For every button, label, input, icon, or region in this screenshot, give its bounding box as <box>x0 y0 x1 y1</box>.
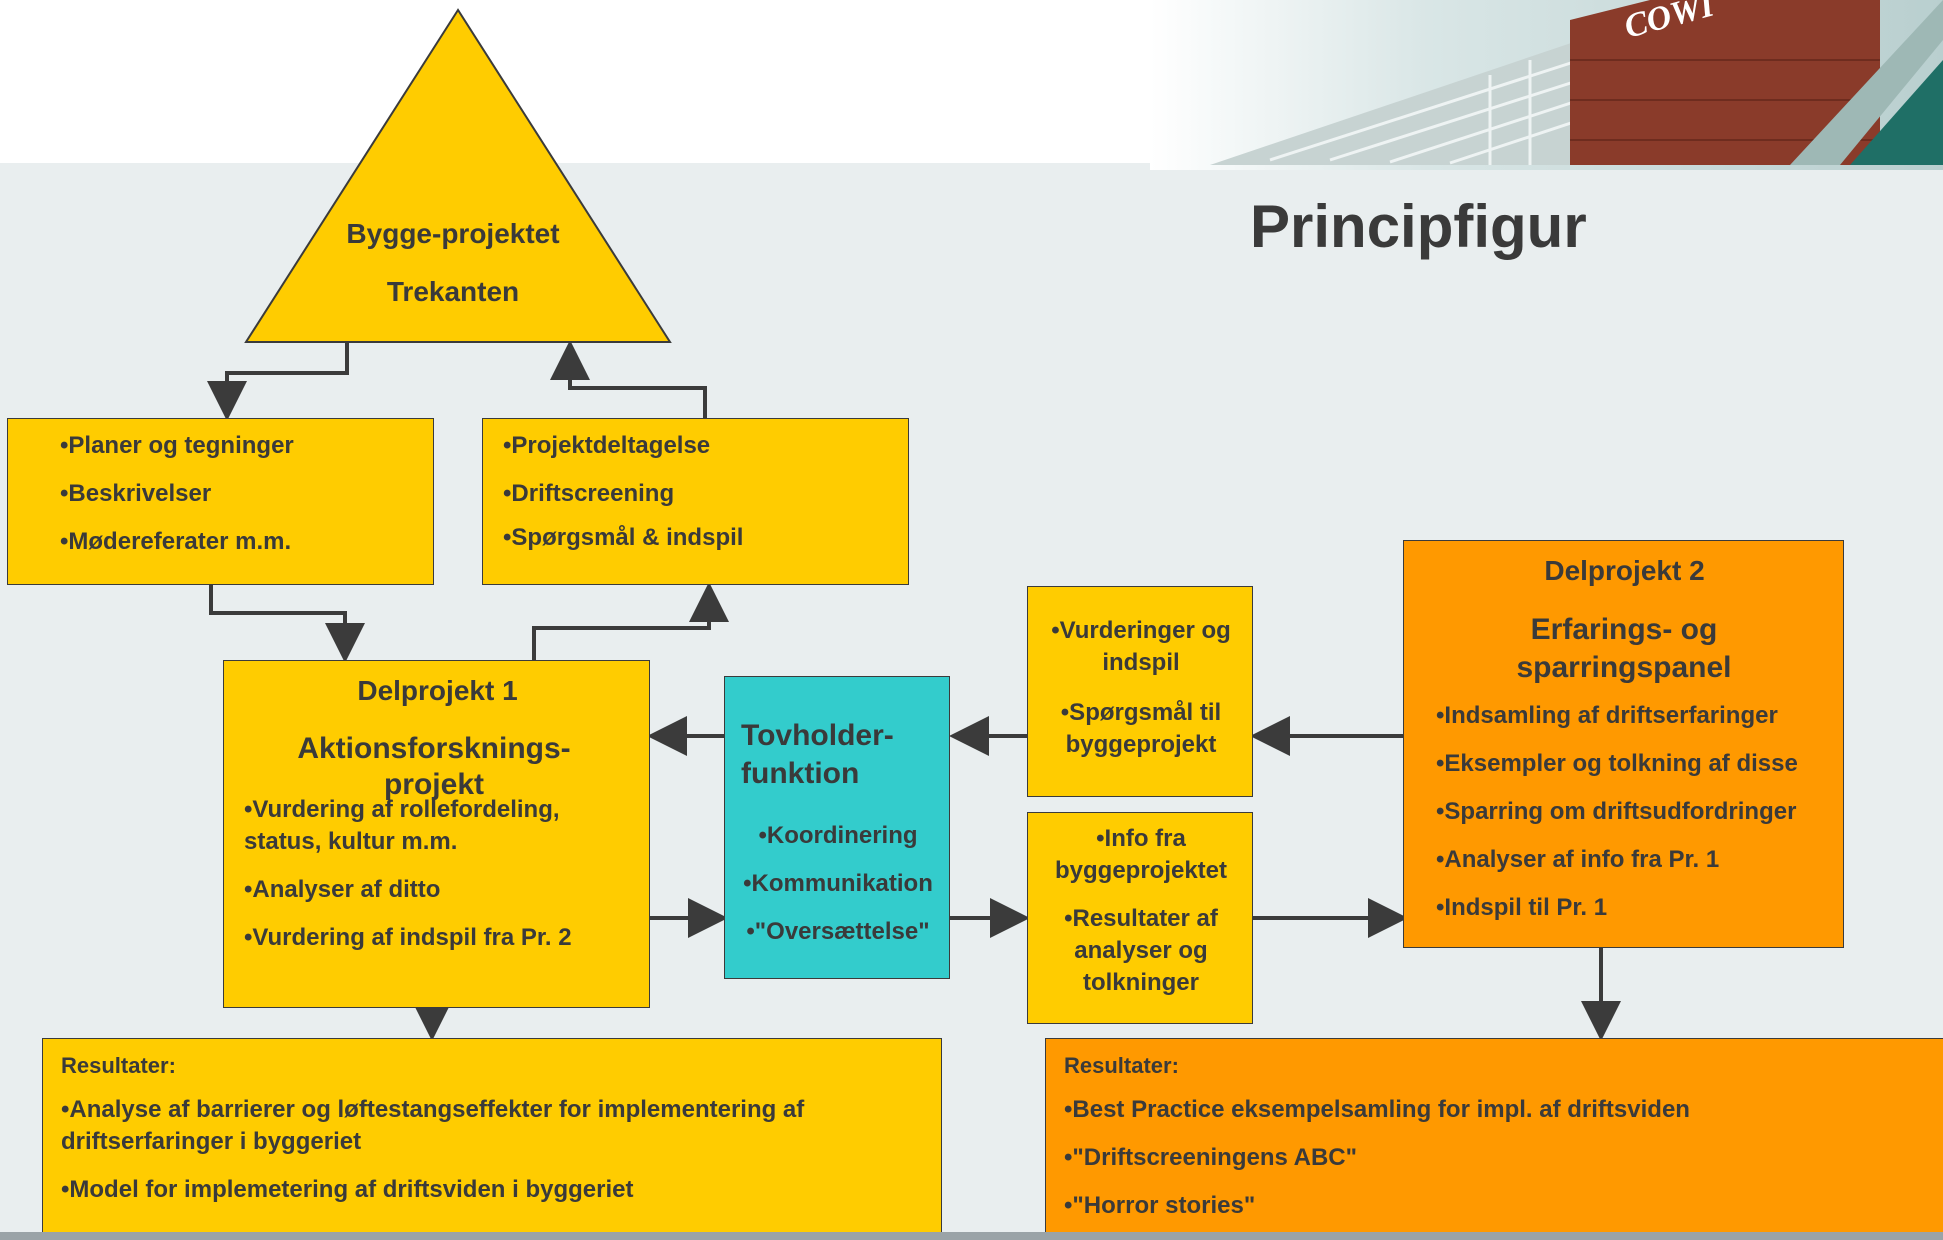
list-item: •Vurdering af indspil fra Pr. 2 <box>244 924 572 951</box>
list-item: •Analyser af info fra Pr. 1 <box>1436 846 1720 873</box>
triangle-label-2: Trekanten <box>386 276 520 307</box>
list-item: •Kommunikation <box>743 870 933 897</box>
list-item: •Vurdering af rollefordeling, <box>244 796 560 823</box>
arrow-triangle-to-planer <box>207 340 349 421</box>
vurderinger-box: •Vurderinger og indspil •Spørgsmål til b… <box>1027 586 1253 797</box>
list-item: •"Oversættelse" <box>746 918 930 945</box>
list-item: •Projektdeltagelse <box>503 432 711 459</box>
tovholder-box: Tovholder-funktion •Koordinering •Kommun… <box>724 676 950 979</box>
list-item: •Spørgsmål til byggeprojekt <box>1060 699 1222 758</box>
list-item: •Resultater af analyser og tolkninger <box>1064 905 1218 996</box>
delprojekt1-subtitle: Aktionsforsknings-projekt <box>297 732 571 801</box>
results2-heading: Resultater: <box>1064 1053 1179 1078</box>
list-item: •Driftscreening <box>503 480 675 507</box>
list-item: •Vurderinger og indspil <box>1051 617 1231 676</box>
page-title: Principfigur <box>1250 193 1587 260</box>
projektdeltagelse-box: •Projektdeltagelse •Driftscreening •Spør… <box>482 418 909 585</box>
list-item: •"Horror stories" <box>1064 1192 1256 1219</box>
list-item: •Planer og tegninger <box>60 432 294 459</box>
arrow-planer-to-delprojekt1 <box>209 585 365 663</box>
delprojekt1-title: Delprojekt 1 <box>357 675 518 706</box>
delprojekt2-subtitle: Erfarings- og sparringspanel <box>1516 613 1732 684</box>
list-item: status, kultur m.m. <box>244 828 458 855</box>
list-item: driftserfaringer i byggeriet <box>61 1128 362 1155</box>
list-item: •Sparring om driftsudfordringer <box>1436 798 1797 825</box>
tovholder-title: Tovholder-funktion <box>741 719 894 790</box>
list-item: •Mødereferater m.m. <box>60 528 292 555</box>
list-item: •Beskrivelser <box>60 480 212 507</box>
results1-box: Resultater: •Analyse af barrierer og løf… <box>42 1038 942 1236</box>
triangle-label-1: Bygge-projektet <box>346 218 560 249</box>
list-item: •Info fra byggeprojektet <box>1054 825 1228 884</box>
footer-strip <box>0 1232 1943 1240</box>
delprojekt2-box: Delprojekt 2 Erfarings- og sparringspane… <box>1403 540 1844 948</box>
list-item: •Best Practice eksempelsamling for impl.… <box>1064 1096 1690 1123</box>
list-item: •Model for implemetering af driftsviden … <box>61 1176 634 1203</box>
info-box: •Info fra byggeprojektet •Resultater af … <box>1027 812 1253 1024</box>
list-item: •Indspil til Pr. 1 <box>1436 894 1608 921</box>
list-item: •Indsamling af driftserfaringer <box>1436 702 1778 729</box>
delprojekt2-title: Delprojekt 2 <box>1544 555 1705 586</box>
header-building-photo: COWI <box>1150 0 1943 170</box>
list-item: •"Driftscreeningens ABC" <box>1064 1144 1357 1171</box>
planer-box: •Planer og tegninger •Beskrivelser •Møde… <box>7 418 434 585</box>
bygge-projekt-triangle <box>244 8 672 343</box>
list-item: •Analyser af ditto <box>244 876 441 903</box>
list-item: •Spørgsmål & indspil <box>503 524 744 551</box>
list-item: •Koordinering <box>758 822 918 849</box>
results2-box: Resultater: •Best Practice eksempelsamli… <box>1045 1038 1943 1236</box>
results1-heading: Resultater: <box>61 1053 176 1078</box>
list-item: •Eksempler og tolkning af disse <box>1436 750 1798 777</box>
arrow-delprojekt1-to-projekt <box>532 582 729 660</box>
list-item: •Analyse af barrierer og løftestangseffe… <box>61 1096 805 1123</box>
delprojekt1-box: Delprojekt 1 Aktionsforsknings-projekt •… <box>223 660 650 1008</box>
arrow-projekt-to-triangle <box>550 340 707 418</box>
